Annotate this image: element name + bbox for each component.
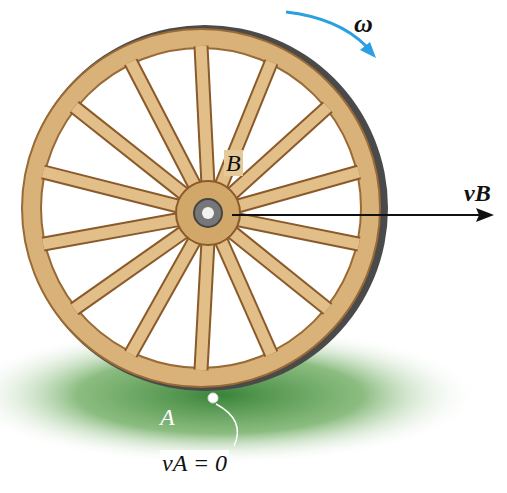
spoke — [235, 172, 359, 207]
wheel — [22, 25, 388, 391]
angular-velocity-arrowhead — [360, 42, 376, 58]
spoke — [220, 238, 271, 354]
spoke — [235, 219, 359, 244]
velocity-label: vB — [462, 180, 493, 206]
spoke — [43, 219, 181, 244]
spoke-outline — [201, 241, 208, 370]
spoke — [201, 46, 208, 185]
axle-ring — [194, 199, 222, 227]
point-label: A — [158, 404, 177, 430]
spoke-outline — [43, 219, 181, 244]
leader-line — [216, 404, 237, 446]
axle-hole — [202, 207, 214, 219]
spoke — [201, 241, 208, 370]
spoke-outline — [201, 46, 208, 185]
velocity-arrow — [232, 214, 480, 216]
spoke-outline — [131, 62, 196, 188]
point-label: B — [224, 150, 243, 176]
velocity-condition: vA = 0 — [160, 450, 229, 476]
wooden-rim — [22, 29, 380, 387]
velocity-arrowhead — [476, 208, 494, 222]
spoke — [74, 107, 186, 196]
angular-velocity-symbol: ω — [352, 10, 375, 39]
hub — [176, 181, 240, 245]
spoke — [131, 62, 196, 188]
spoke — [131, 238, 196, 354]
iron-tire — [22, 25, 388, 391]
spoke — [74, 230, 186, 309]
contact-point — [208, 393, 218, 403]
